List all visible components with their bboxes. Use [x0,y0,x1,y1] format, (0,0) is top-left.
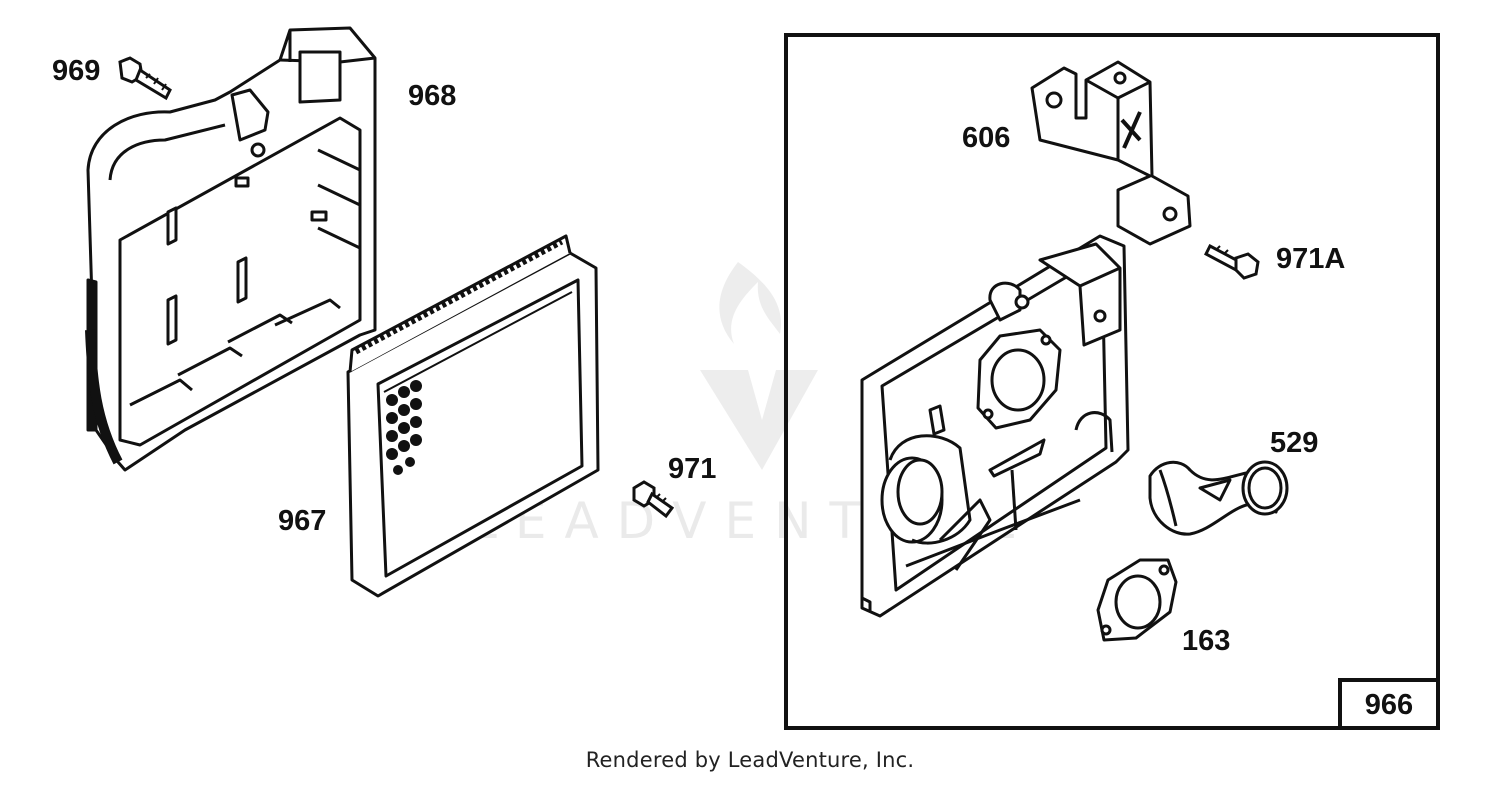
back-plate-assembly[interactable] [860,234,1130,618]
label-163: 163 [1182,625,1230,657]
label-968: 968 [408,80,456,112]
label-529: 529 [1270,427,1318,459]
elbow-529[interactable] [1148,460,1289,536]
label-971: 971 [668,453,716,485]
housing-968[interactable] [85,26,377,472]
kit-box-966 [784,33,1440,730]
gasket-163[interactable] [1096,558,1178,642]
filter-pleat-pattern [386,380,422,475]
label-966: 966 [1365,689,1413,721]
label-971a: 971A [1276,243,1345,275]
footer-credit: Rendered by LeadVenture, Inc. [585,748,915,772]
kit-box-frame [784,33,1440,730]
watermark-flame-icon [719,262,782,344]
screw-971[interactable] [632,480,675,519]
label-969: 969 [52,55,100,87]
label-606: 606 [962,122,1010,154]
bolt-971a[interactable] [1204,243,1260,280]
label-967: 967 [278,505,326,537]
bolt-969[interactable] [118,56,172,101]
kit-number-box [1338,678,1440,730]
bracket-606[interactable] [1030,60,1192,246]
filter-967[interactable] [346,234,600,598]
watermark-v-icon [700,370,818,470]
